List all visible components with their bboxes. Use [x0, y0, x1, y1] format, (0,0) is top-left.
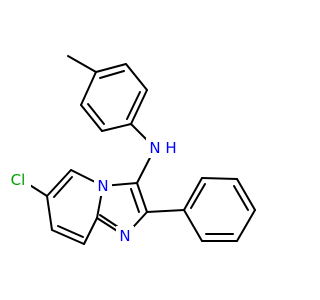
ring-nitrogen-atom: N: [94, 176, 112, 196]
ring-nitrogen-label: N: [97, 177, 108, 195]
bond-phenyl-3: [236, 178, 256, 211]
bond-tolyl-1: [95, 63, 127, 73]
bond-tolyl-3-inner: [126, 91, 141, 120]
molecule-canvas: Cl N N N H: [3, 55, 256, 246]
bond-tolyl-3: [130, 89, 148, 125]
amine-nitrogen-label: N: [149, 139, 160, 157]
imine-nitrogen-atom: N: [116, 226, 134, 246]
bond-tolyl-1-inner: [99, 70, 125, 79]
bond-c3-c2-inner: [130, 188, 140, 213]
bond-tolyl-2: [125, 63, 148, 91]
bond-tolyl-6: [80, 71, 97, 106]
atom-label-layer: Cl N N N H: [3, 138, 180, 246]
chlorine-atom: Cl: [3, 170, 31, 192]
bond-layer: [24, 55, 256, 245]
bond-c8-c8a: [83, 217, 98, 245]
bond-methyl: [67, 55, 97, 73]
bond-phenyl-1-inner: [190, 183, 206, 209]
bond-c2-phenyl: [146, 209, 185, 213]
chlorine-label: Cl: [11, 171, 26, 189]
bond-phenyl-3-inner: [233, 185, 249, 211]
amine-hydrogen-label: H: [165, 139, 176, 157]
bond-phenyl-6: [183, 209, 203, 242]
bond-phenyl-4: [236, 209, 256, 242]
amine-nh-atom: N H: [146, 138, 180, 158]
bond-c5-c6: [46, 169, 72, 197]
bond-c7-c8-inner: [57, 225, 84, 238]
bond-phenyl-2: [201, 177, 238, 180]
bond-tolyl-5: [80, 104, 103, 132]
imine-nitrogen-label: N: [119, 227, 130, 245]
structure-drawing: Cl N N N H: [3, 55, 256, 246]
bond-c6-c7: [46, 195, 53, 231]
bond-c5-c6-inner: [53, 176, 73, 198]
bond-tolyl-5-inner: [87, 103, 105, 125]
bond-phenyl-1: [183, 177, 203, 211]
bond-tolyl-4: [101, 123, 132, 132]
bond-c7-c8: [51, 229, 85, 245]
bond-c3-c2: [136, 182, 148, 213]
